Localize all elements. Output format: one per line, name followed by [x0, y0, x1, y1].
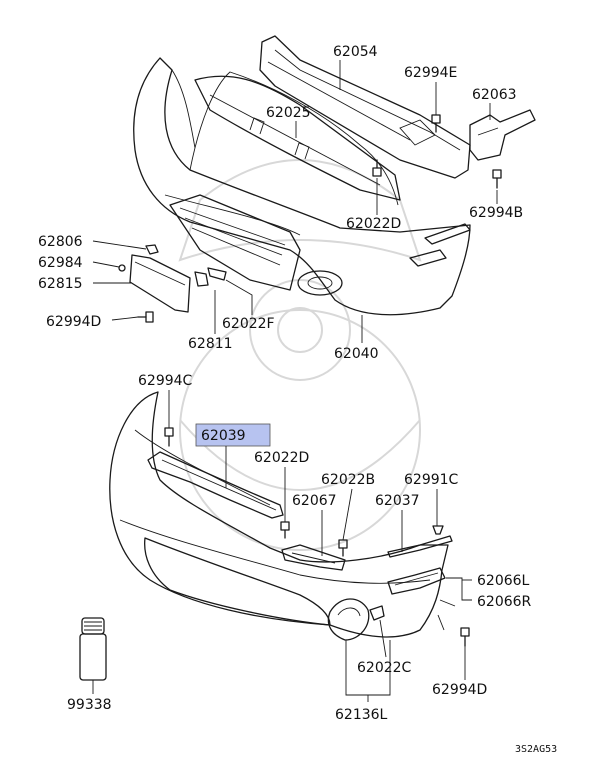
- highlight-62039: [195, 423, 271, 447]
- upper-assembly: [118, 35, 536, 323]
- clip-upper-icon[interactable]: [372, 159, 382, 177]
- clip-lower-icon[interactable]: [280, 521, 290, 539]
- duct-shape[interactable]: [281, 544, 346, 571]
- side-strip-upper: [424, 223, 471, 245]
- absorber-shape[interactable]: [194, 75, 401, 201]
- label-62994b: 62994B: [469, 205, 523, 221]
- label-62022d-upper: 62022D: [346, 216, 401, 232]
- label-62984: 62984: [38, 255, 83, 271]
- label-62991c: 62991C: [404, 472, 459, 488]
- label-62811: 62811: [188, 336, 233, 352]
- label-99338: 99338: [67, 697, 112, 713]
- bolt-left-icon[interactable]: [164, 427, 174, 447]
- label-62994c: 62994C: [138, 373, 193, 389]
- plate-retainer-shape[interactable]: [194, 271, 209, 287]
- label-62815: 62815: [38, 276, 83, 292]
- side-marker-upper: [409, 249, 447, 267]
- label-62994e: 62994E: [404, 65, 457, 81]
- label-62022b: 62022B: [321, 472, 375, 488]
- bumper-cover-lower-shape[interactable]: [109, 391, 449, 638]
- label-62022c: 62022C: [357, 660, 412, 676]
- bracket-shape[interactable]: [469, 109, 536, 161]
- lower-labels: 62994C 62039 62022D 62022B 62991C 62067 …: [67, 373, 532, 723]
- fog-lamp-upper: [297, 270, 343, 296]
- label-62022f: 62022F: [222, 316, 275, 332]
- license-plate-bracket-shape[interactable]: [129, 254, 191, 313]
- label-62040: 62040: [334, 346, 379, 362]
- label-62063: 62063: [472, 87, 517, 103]
- touch-up-paint-bottle[interactable]: [79, 617, 107, 681]
- fog-cover-shape[interactable]: [327, 598, 370, 641]
- label-62025: 62025: [266, 105, 311, 121]
- clip-c-right-icon[interactable]: [432, 525, 444, 535]
- label-62037: 62037: [375, 493, 420, 509]
- clip-fog-icon[interactable]: [369, 605, 385, 621]
- diagram-code: 3S2AG53: [515, 744, 557, 755]
- label-62994d-lower: 62994D: [432, 682, 487, 698]
- side-support-shape[interactable]: [387, 567, 446, 595]
- upper-labels: 62054 62994E 62063 62025 62022D 62994B 6…: [38, 44, 523, 362]
- bolt-bracket-icon[interactable]: [492, 169, 502, 189]
- label-62994d-upper: 62994D: [46, 314, 101, 330]
- lower-grille-opening: [144, 537, 331, 626]
- plate-bracket-icon[interactable]: [145, 244, 159, 255]
- label-62806: 62806: [38, 234, 83, 250]
- lower-assembly: [79, 391, 470, 681]
- reinforcement-shape[interactable]: [259, 35, 471, 179]
- label-62066l: 62066L: [477, 573, 530, 589]
- label-62022d-lower: 62022D: [254, 450, 309, 466]
- watermark-emblem: [178, 159, 422, 551]
- label-62066r: 62066R: [477, 594, 532, 610]
- bumper-cover-upper-shape[interactable]: [133, 57, 471, 316]
- grille-opening: [169, 194, 301, 291]
- front-strip-shape[interactable]: [147, 451, 284, 519]
- label-62039[interactable]: 62039: [201, 428, 246, 444]
- label-62054: 62054: [333, 44, 378, 60]
- molding-shape[interactable]: [387, 535, 453, 558]
- label-62136l: 62136L: [335, 707, 388, 723]
- bolt-lower-right-icon[interactable]: [460, 627, 470, 647]
- label-62067: 62067: [292, 493, 337, 509]
- nut-icon[interactable]: [118, 264, 126, 272]
- bolt-upper-right-icon[interactable]: [431, 114, 441, 133]
- clip-plate-icon[interactable]: [207, 267, 227, 281]
- bolt-plate-icon[interactable]: [137, 311, 154, 323]
